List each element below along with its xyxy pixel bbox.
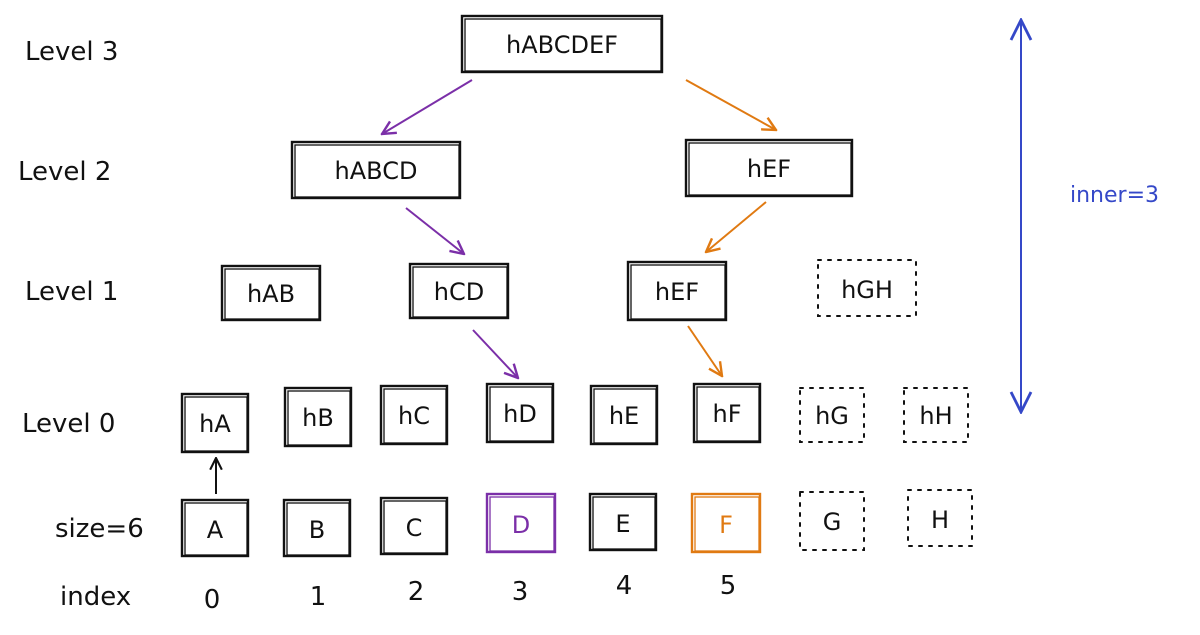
level-2-label: Level 2 (18, 157, 111, 187)
node-level1-hef: hEF (626, 260, 728, 322)
node-level1-hgh-placeholder: hGH (817, 259, 917, 317)
svg-text:hG: hG (815, 402, 849, 430)
svg-text:hABCD: hABCD (335, 157, 418, 185)
node-level2-habcd: hABCD (290, 140, 462, 200)
leaf-a: A (180, 498, 250, 558)
index-3: 3 (512, 577, 529, 607)
svg-text:B: B (309, 516, 325, 544)
leaf-c: C (379, 496, 449, 556)
index-0: 0 (204, 585, 221, 615)
svg-text:hE: hE (609, 402, 639, 430)
leaf-h-placeholder: H (907, 489, 973, 547)
svg-text:hGH: hGH (841, 276, 893, 304)
node-level3-habcdef: hABCDEF (460, 14, 664, 74)
svg-text:hABCDEF: hABCDEF (506, 31, 618, 59)
leaf-e: E (588, 492, 658, 552)
svg-text:hEF: hEF (747, 155, 791, 183)
svg-text:hD: hD (503, 400, 537, 428)
node-level1-hcd: hCD (408, 262, 510, 320)
svg-text:hA: hA (199, 410, 231, 438)
svg-text:E: E (615, 510, 630, 538)
arrow-orange-l3-to-l2 (685, 79, 776, 130)
node-level0-hh-placeholder: hH (903, 387, 969, 443)
index-4: 4 (616, 571, 633, 601)
node-level0-ha: hA (180, 392, 250, 454)
svg-text:D: D (512, 511, 530, 539)
node-level0-hc: hC (379, 384, 449, 446)
index-5: 5 (720, 571, 737, 601)
level-0-label: Level 0 (22, 409, 115, 439)
svg-text:hB: hB (302, 404, 334, 432)
svg-text:hCD: hCD (434, 278, 484, 306)
arrow-purple-l3-to-l2 (382, 79, 473, 134)
arrow-purple-l1-to-l0 (472, 329, 518, 378)
level-1-label: Level 1 (25, 277, 118, 307)
node-level2-hef: hEF (684, 138, 854, 198)
node-level0-hg-placeholder: hG (799, 387, 865, 443)
svg-text:hF: hF (712, 400, 741, 428)
svg-text:G: G (823, 508, 842, 536)
index-1: 1 (310, 582, 327, 612)
node-level1-hab: hAB (220, 264, 322, 322)
svg-text:H: H (931, 506, 949, 534)
level-3-label: Level 3 (25, 37, 118, 67)
svg-text:F: F (719, 511, 733, 539)
svg-text:A: A (207, 516, 224, 544)
arrow-orange-l1-to-l0 (687, 325, 722, 376)
node-level0-hf: hF (692, 382, 762, 444)
svg-text:hC: hC (398, 402, 430, 430)
svg-text:hEF: hEF (655, 278, 699, 306)
arrow-purple-l2-to-l1 (405, 207, 464, 254)
svg-text:hAB: hAB (247, 280, 295, 308)
svg-text:C: C (406, 514, 423, 542)
leaf-d: D (485, 492, 557, 554)
node-level0-hb: hB (283, 386, 353, 448)
arrow-orange-l2-to-l1 (706, 201, 767, 252)
leaf-f: F (690, 492, 762, 554)
leaf-b: B (282, 498, 352, 558)
size-label: size=6 (55, 514, 144, 544)
svg-text:hH: hH (919, 402, 952, 430)
leaf-g-placeholder: G (799, 491, 865, 551)
node-level0-he: hE (589, 384, 659, 446)
node-level0-hd: hD (485, 382, 555, 444)
index-2: 2 (408, 577, 425, 607)
inner-label: inner=3 (1070, 183, 1159, 208)
index-label: index (60, 582, 131, 612)
